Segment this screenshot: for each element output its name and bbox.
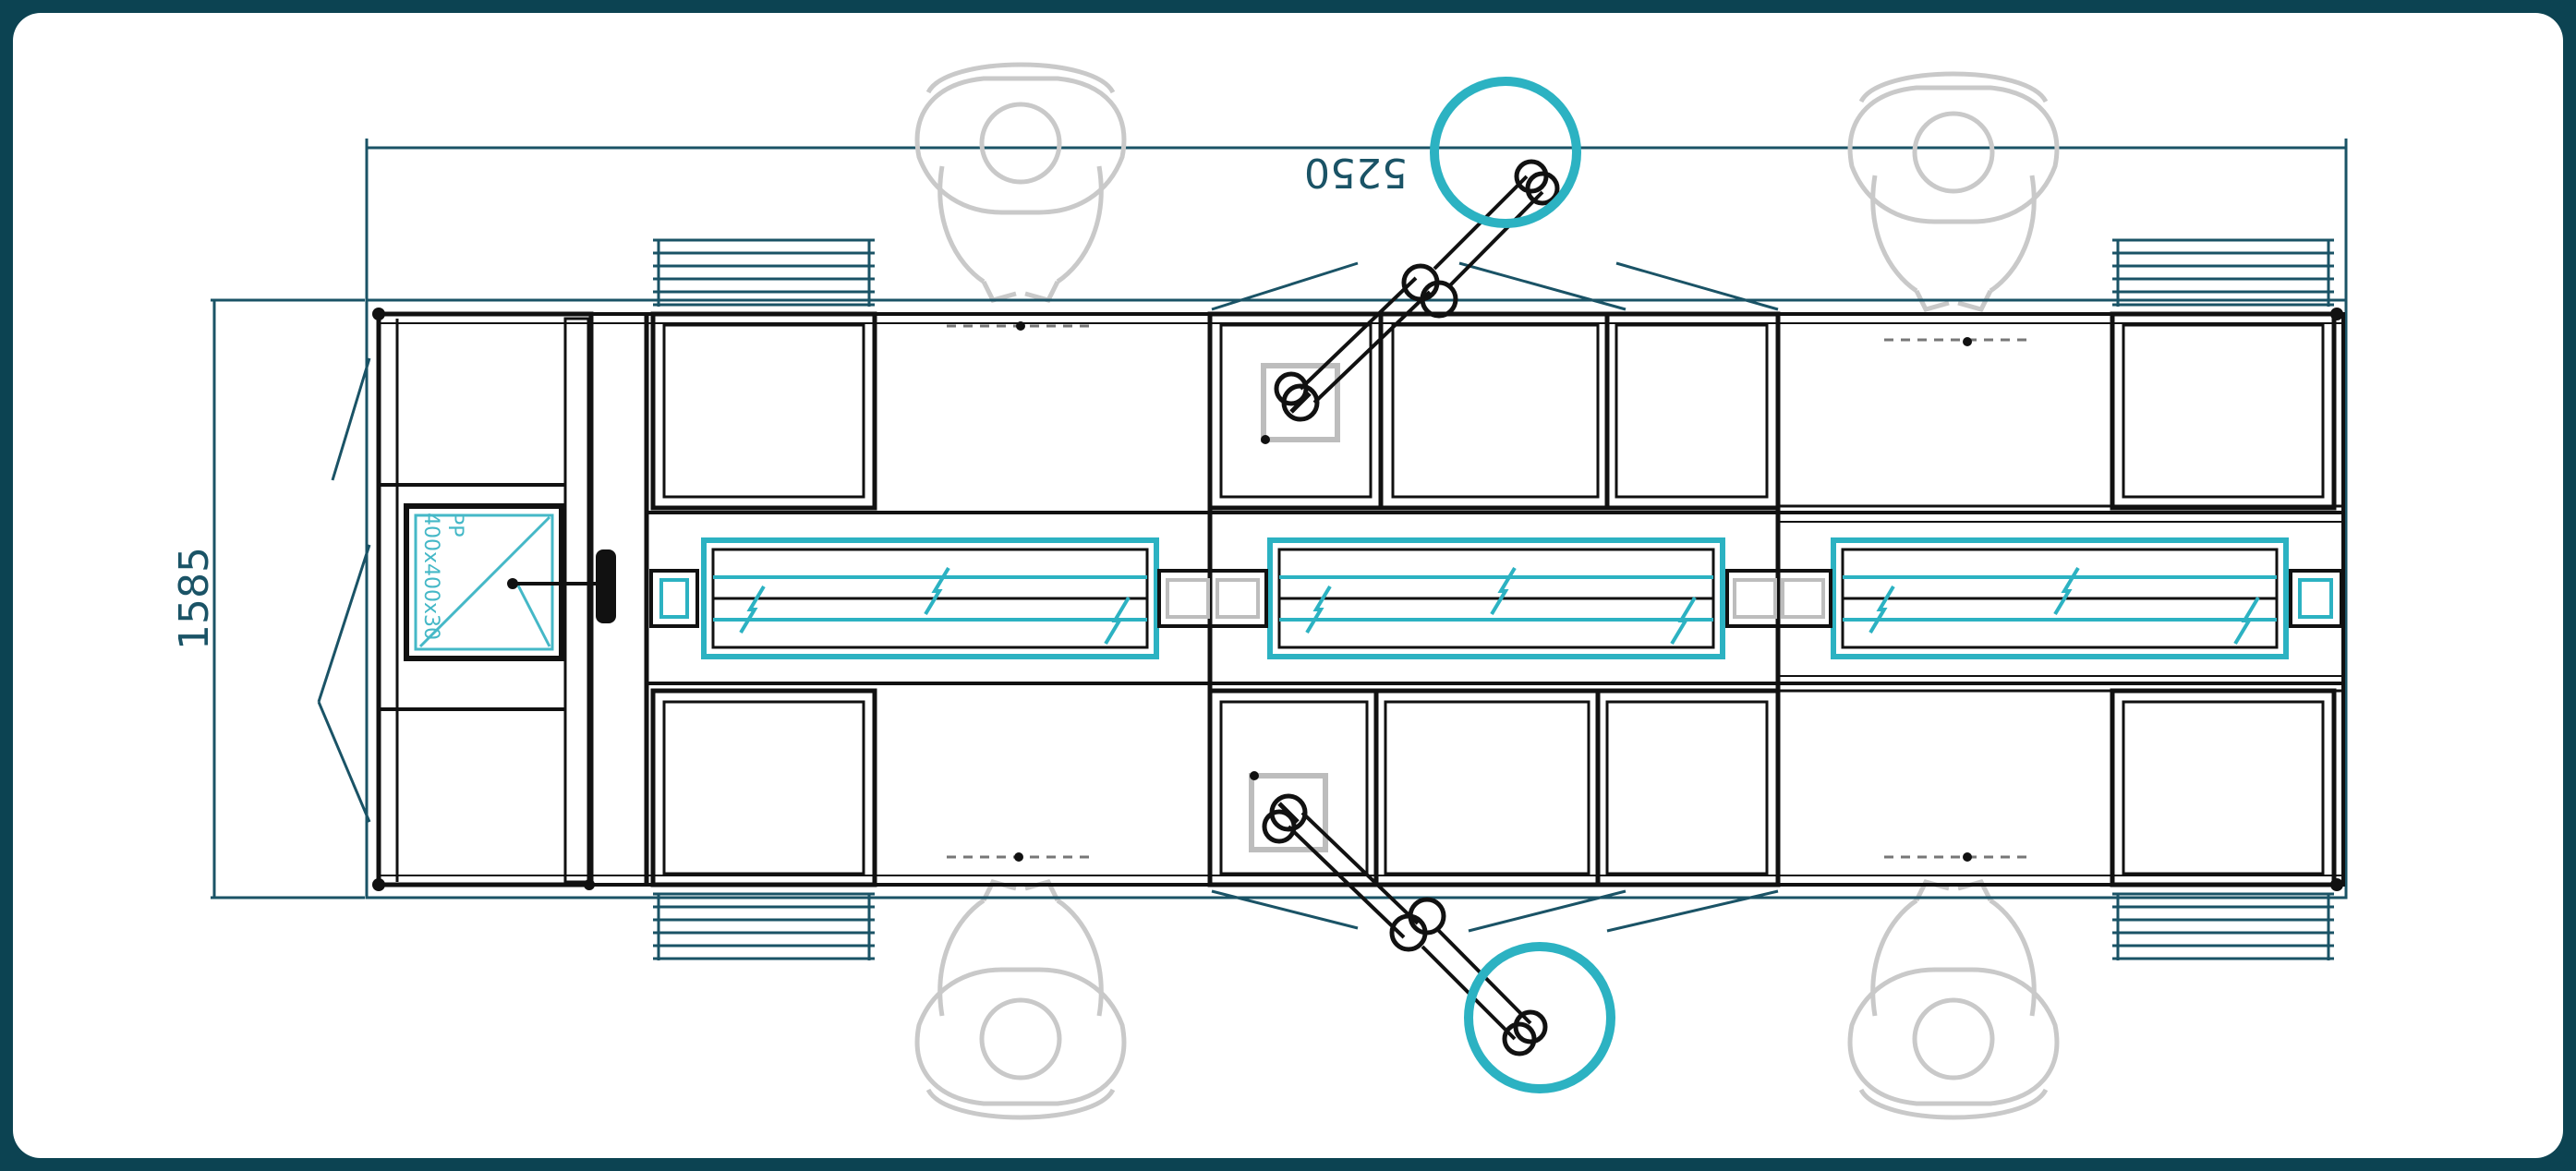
robot-reach-circle — [1464, 942, 1615, 1093]
bay-top-4 — [2112, 314, 2334, 508]
dimension-lines — [211, 139, 2348, 899]
slat-stack — [651, 238, 877, 308]
robot-reach-circle — [1430, 77, 1581, 228]
conveyor-rollers — [649, 569, 2343, 628]
robot-arm-icon[interactable] — [1252, 776, 1545, 1054]
robot-cell-guards — [1211, 261, 1779, 933]
bay-bottom-4 — [2112, 691, 2334, 885]
operator-icon — [917, 65, 1124, 300]
operator-icon — [1850, 882, 2057, 1117]
operator-icon — [917, 882, 1124, 1117]
operator-icon — [1850, 74, 2057, 309]
conveyor-segment-3 — [1833, 540, 2286, 657]
slat-stack — [2110, 238, 2336, 308]
robot-cell-bays — [1207, 311, 1781, 887]
anchor-dots — [372, 308, 2343, 891]
conveyor-segment-2 — [1270, 540, 1723, 657]
tray-size-label: 400x400x30 — [419, 513, 442, 640]
bay-bottom-1 — [653, 691, 875, 885]
tray-material-label: PP — [443, 513, 466, 537]
slat-stack — [2110, 892, 2336, 962]
bay-top-1 — [653, 314, 875, 508]
length-dimension-label: 5250 — [1304, 149, 1408, 196]
sink-doors — [317, 357, 371, 823]
slat-stack — [651, 892, 877, 962]
width-dimension-label: 1585 — [171, 547, 218, 650]
drawing-frame: 5250 1585 — [13, 13, 2563, 1158]
floor-plan-drawing: 5250 1585 — [171, 13, 2348, 1158]
conveyor-segment-1 — [704, 540, 1156, 657]
sink-icon — [404, 503, 616, 661]
sink-module — [376, 311, 649, 887]
operator-position-marks — [947, 324, 2032, 859]
